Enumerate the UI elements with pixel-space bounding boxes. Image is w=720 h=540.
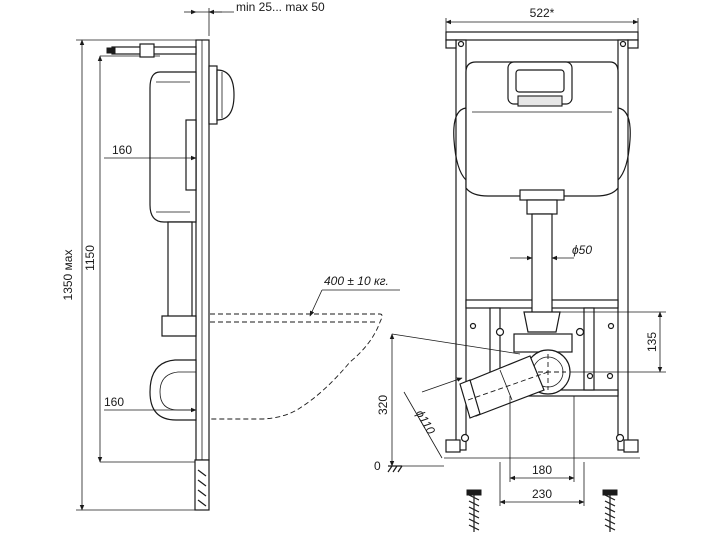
- floor-height-label: 320: [376, 395, 390, 415]
- bolt-spacing-dimensions: [499, 396, 585, 506]
- drain-pipe-front: [523, 199, 561, 333]
- bolt-spacing-outer-label: 230: [532, 487, 552, 501]
- toilet-bowl-outline: [210, 313, 383, 420]
- top-flush-rod: [106, 43, 197, 58]
- cistern-front: [453, 61, 631, 201]
- depth-dimension: [184, 8, 234, 36]
- load-leader: [309, 289, 400, 317]
- lower-offset-label: 160: [104, 395, 124, 409]
- frame-side-profile: [194, 39, 235, 511]
- outlet-diameter-dimension: [403, 377, 463, 459]
- floor-anchors: [466, 489, 618, 532]
- outlet-elbow-side: [149, 359, 197, 421]
- drain-diameter-label: ϕ50: [572, 243, 592, 257]
- height-max-label: 1350 мах: [61, 250, 75, 301]
- outlet-elbow-front: [459, 333, 573, 419]
- outlet-height-dimension: [560, 311, 666, 373]
- offset-dimensions: [104, 155, 197, 413]
- width-label: 522*: [530, 6, 555, 20]
- height-dimension-lines: [76, 39, 196, 511]
- drain-pipe-side: [161, 221, 197, 337]
- upper-offset-label: 160: [112, 143, 132, 157]
- bolt-spacing-inner-label: 180: [532, 463, 552, 477]
- height-label: 1150: [83, 245, 97, 271]
- cistern-side: [149, 71, 197, 223]
- side-view: min 25... max 50 1350 мах 1150 160 160 4…: [61, 0, 400, 511]
- load-label: 400 ± 10 кг.: [324, 274, 389, 288]
- floor-height-dimension: [387, 333, 521, 473]
- outlet-diameter-label: ϕ110: [413, 407, 438, 437]
- front-view: 522* ϕ50 135 320 ϕ110 0 180 230: [374, 6, 666, 532]
- width-dimension: [445, 18, 639, 34]
- depth-range-label: min 25... max 50: [236, 0, 325, 14]
- fixing-bolts: [460, 322, 625, 443]
- zero-level-label: 0: [374, 459, 381, 473]
- outlet-height-label: 135: [645, 332, 659, 352]
